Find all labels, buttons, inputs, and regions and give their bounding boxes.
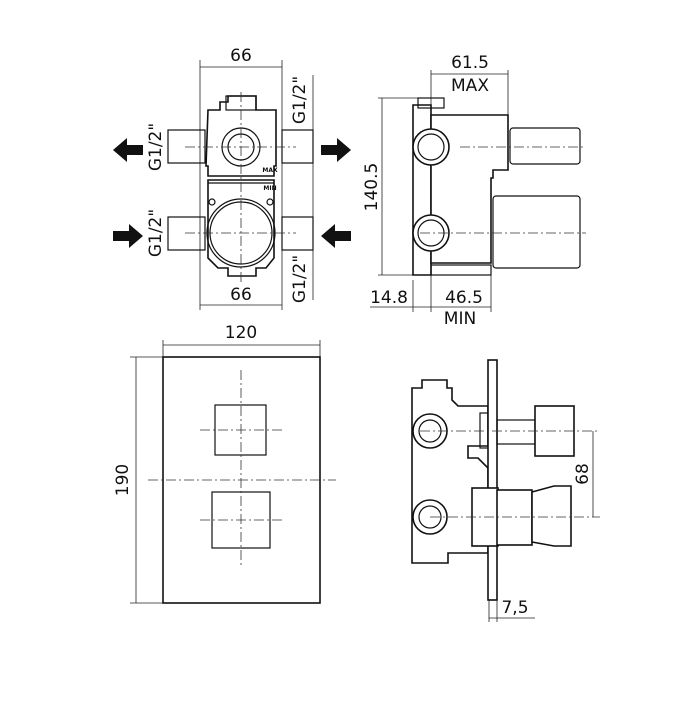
installed-cover-plate [487, 359, 498, 601]
thermostat-handle [531, 485, 572, 547]
dimension-width-bottom: 66 [230, 285, 252, 305]
thread-right-top: G1/2" [290, 76, 310, 124]
pipe-right-bottom [281, 216, 314, 251]
installed-view: 68 7,5 [411, 359, 600, 622]
side-pipe-top [509, 127, 581, 165]
thread-left-top: G1/2" [146, 123, 166, 171]
depth-min-label: MIN [444, 309, 476, 329]
plate-view: 120 190 [113, 323, 336, 604]
thread-left-bottom: G1/2" [146, 209, 166, 257]
dimension-plate-height: 190 [113, 464, 133, 496]
dimension-plate-thickness: 7,5 [501, 598, 528, 618]
side-body [430, 114, 509, 264]
arrow-inlet-left-icon [113, 224, 143, 248]
dimension-plate-width: 120 [225, 323, 257, 343]
depth-max-label: MAX [451, 76, 489, 96]
pipe-right-top [281, 129, 314, 164]
min-mark: MIN [263, 185, 276, 192]
dimension-depth-max: 61.5 [451, 53, 489, 73]
max-mark: MAX [262, 167, 278, 174]
side-view: 140.5 61.5 MAX 14.8 46.5 MIN [362, 53, 586, 329]
arrow-inlet-right-icon [321, 224, 351, 248]
front-view: 66 66 MAX MIN G1/2" G1/2" G1/2" [113, 46, 351, 310]
dimension-width-top: 66 [230, 46, 252, 66]
pipe-left-top [167, 129, 206, 164]
pipe-left-bottom [167, 216, 206, 251]
arrow-outlet-right-icon [321, 138, 351, 162]
dimension-spacing: 68 [573, 463, 593, 485]
dimension-depth-min: 46.5 [445, 288, 483, 308]
side-pipe-bottom [492, 195, 581, 269]
diverter-stem [496, 419, 536, 445]
thermostat-body [496, 489, 533, 546]
dimension-height: 140.5 [362, 163, 382, 212]
arrow-outlet-left-icon [113, 138, 143, 162]
thread-right-bottom: G1/2" [290, 255, 310, 303]
dimension-offset: 14.8 [370, 288, 408, 308]
